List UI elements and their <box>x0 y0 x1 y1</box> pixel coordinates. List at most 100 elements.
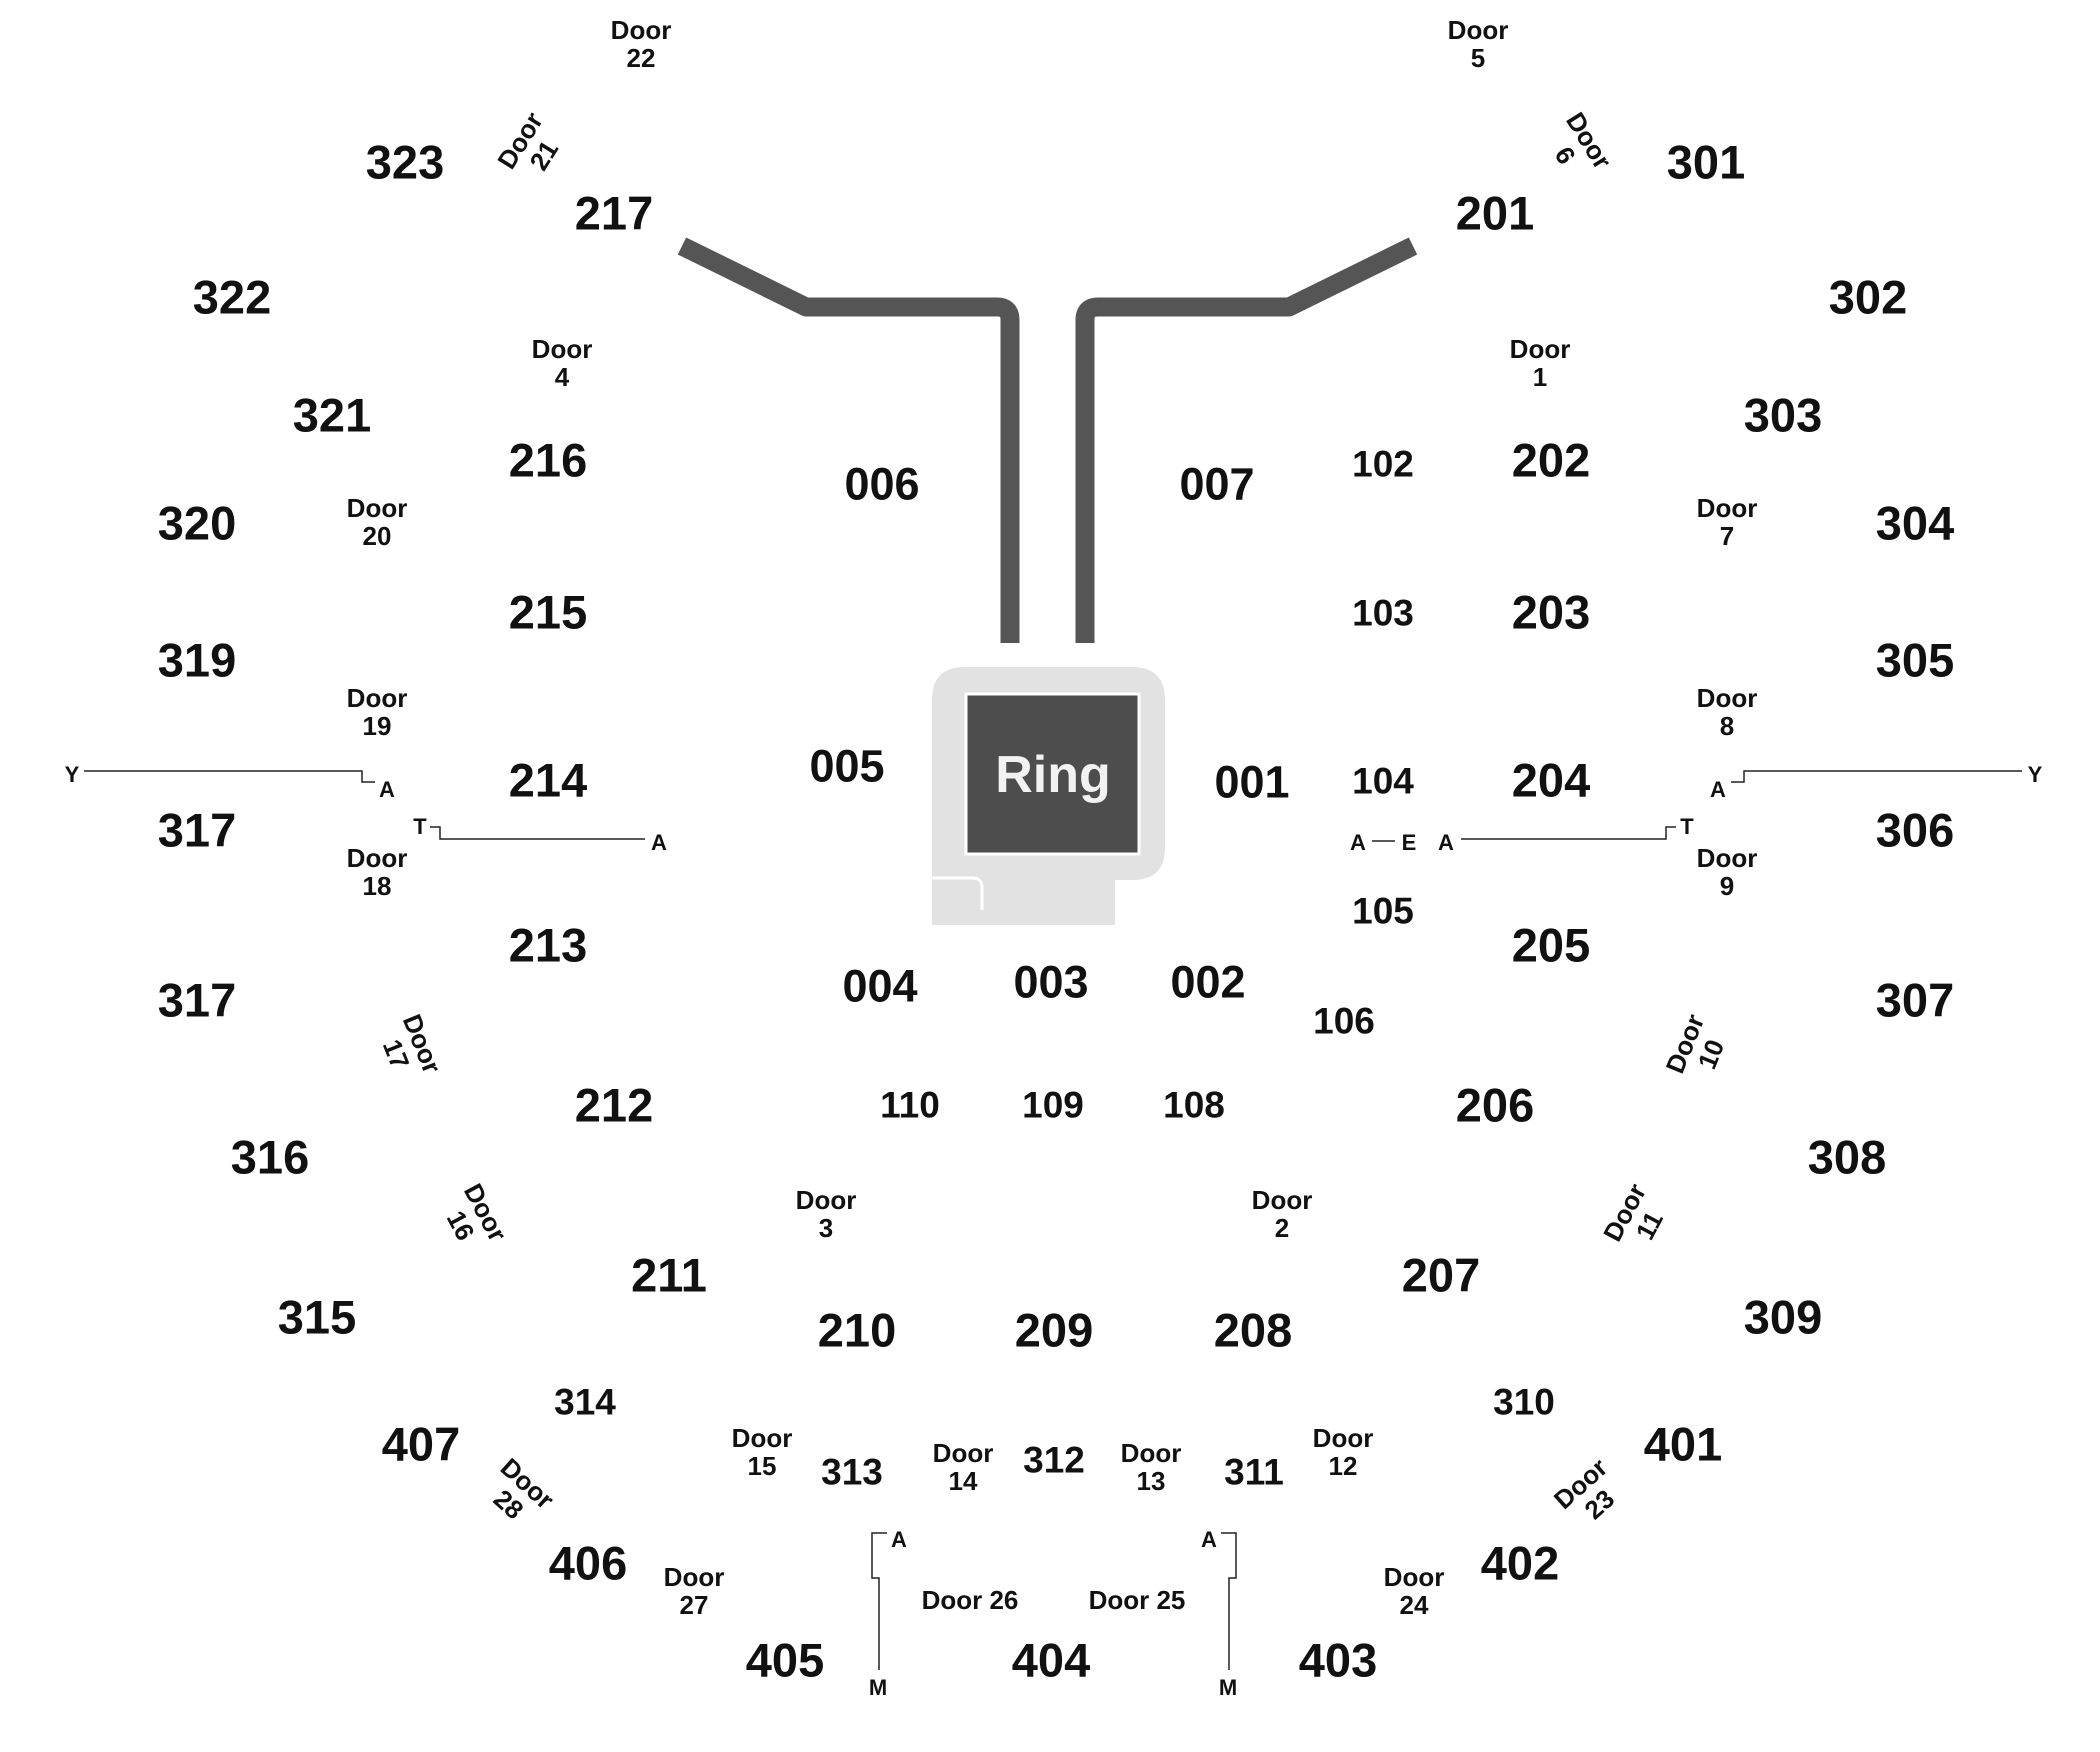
section-202[interactable]: 202 <box>1511 433 1591 487</box>
door-word: Door <box>1509 333 1571 364</box>
section-308[interactable]: 308 <box>1807 1130 1887 1184</box>
section-201[interactable]: 201 <box>1455 186 1535 240</box>
section-321[interactable]: 321 <box>292 388 372 442</box>
section-108[interactable]: 108 <box>1163 1084 1225 1126</box>
section-007[interactable]: 007 <box>1179 458 1255 510</box>
section-210[interactable]: 210 <box>817 1303 897 1357</box>
section-002[interactable]: 002 <box>1170 956 1246 1008</box>
access-line-right-t <box>1461 826 1676 840</box>
section-001[interactable]: 001 <box>1214 756 1290 808</box>
section-302[interactable]: 302 <box>1828 270 1908 324</box>
section-006[interactable]: 006 <box>844 458 920 510</box>
section-205[interactable]: 205 <box>1511 918 1591 972</box>
door-word: Door <box>531 333 593 364</box>
section-307[interactable]: 307 <box>1875 973 1955 1027</box>
door-number: 9 <box>1719 871 1735 901</box>
door-word: Door <box>795 1184 857 1215</box>
section-211[interactable]: 211 <box>631 1248 707 1302</box>
section-317[interactable]: 317 <box>157 973 237 1027</box>
section-207[interactable]: 207 <box>1401 1248 1481 1302</box>
section-005[interactable]: 005 <box>809 740 885 792</box>
door-word: Door <box>346 682 408 713</box>
section-215[interactable]: 215 <box>508 585 588 639</box>
ring-walkways <box>677 237 1418 643</box>
section-301[interactable]: 301 <box>1666 135 1746 189</box>
section-209[interactable]: 209 <box>1014 1303 1094 1357</box>
section-405[interactable]: 405 <box>745 1633 825 1687</box>
door-word: Door <box>663 1561 725 1592</box>
section-204[interactable]: 204 <box>1511 753 1591 807</box>
section-319[interactable]: 319 <box>157 633 237 687</box>
door-number: 27 <box>679 1590 709 1620</box>
section-105[interactable]: 105 <box>1352 890 1414 932</box>
section-106[interactable]: 106 <box>1313 1000 1375 1042</box>
section-214[interactable]: 214 <box>508 753 588 807</box>
section-402[interactable]: 402 <box>1480 1536 1560 1590</box>
section-310[interactable]: 310 <box>1493 1381 1555 1423</box>
access-marker-e: E <box>1401 830 1417 855</box>
section-304[interactable]: 304 <box>1875 496 1955 550</box>
section-316[interactable]: 316 <box>230 1130 310 1184</box>
section-303[interactable]: 303 <box>1743 388 1823 442</box>
section-320[interactable]: 320 <box>157 496 237 550</box>
section-312[interactable]: 312 <box>1023 1439 1085 1481</box>
section-216[interactable]: 216 <box>508 433 588 487</box>
door-number: 18 <box>362 871 392 901</box>
door-word: Door <box>932 1437 994 1468</box>
section-311[interactable]: 311 <box>1224 1451 1284 1493</box>
section-103[interactable]: 103 <box>1352 592 1414 634</box>
section-102[interactable]: 102 <box>1352 443 1414 485</box>
section-315[interactable]: 315 <box>277 1290 357 1344</box>
section-323[interactable]: 323 <box>365 135 445 189</box>
door-word: Door <box>346 842 408 873</box>
door-number: 2 <box>1274 1213 1290 1243</box>
access-marker-a: A <box>891 1527 907 1552</box>
section-407[interactable]: 407 <box>381 1417 461 1471</box>
section-213[interactable]: 213 <box>508 918 588 972</box>
section-309[interactable]: 309 <box>1743 1290 1823 1344</box>
door-word: Door <box>1312 1422 1374 1453</box>
section-109[interactable]: 109 <box>1022 1084 1084 1126</box>
section-004[interactable]: 004 <box>842 960 918 1012</box>
door-number: 5 <box>1470 43 1486 73</box>
access-marker-m: M <box>1218 1675 1238 1700</box>
access-marker-y: Y <box>64 762 80 787</box>
section-217[interactable]: 217 <box>574 186 654 240</box>
door-word: Door <box>1696 842 1758 873</box>
ring-apron-notch <box>932 876 984 910</box>
access-marker-a: A <box>651 830 667 855</box>
section-003[interactable]: 003 <box>1013 956 1089 1008</box>
section-313[interactable]: 313 <box>821 1451 883 1493</box>
ring[interactable] <box>964 692 1141 856</box>
section-110[interactable]: 110 <box>880 1084 940 1126</box>
access-marker-a: A <box>1201 1527 1217 1552</box>
door-number: 15 <box>747 1451 777 1481</box>
section-208[interactable]: 208 <box>1213 1303 1293 1357</box>
section-406[interactable]: 406 <box>548 1536 628 1590</box>
section-306[interactable]: 306 <box>1875 803 1955 857</box>
section-317[interactable]: 317 <box>157 803 237 857</box>
door-word: Door <box>610 14 672 45</box>
door-number: 24 <box>1399 1590 1429 1620</box>
section-203[interactable]: 203 <box>1511 585 1591 639</box>
section-404[interactable]: 404 <box>1011 1633 1091 1687</box>
section-212[interactable]: 212 <box>574 1078 654 1132</box>
section-401[interactable]: 401 <box>1643 1417 1723 1471</box>
section-403[interactable]: 403 <box>1298 1633 1378 1687</box>
section-314[interactable]: 314 <box>554 1381 616 1423</box>
section-305[interactable]: 305 <box>1875 633 1955 687</box>
door-word: Door <box>1383 1561 1445 1592</box>
section-104[interactable]: 104 <box>1352 760 1414 802</box>
section-322[interactable]: 322 <box>192 270 272 324</box>
door-word: Door <box>1696 492 1758 523</box>
section-206[interactable]: 206 <box>1455 1078 1535 1132</box>
